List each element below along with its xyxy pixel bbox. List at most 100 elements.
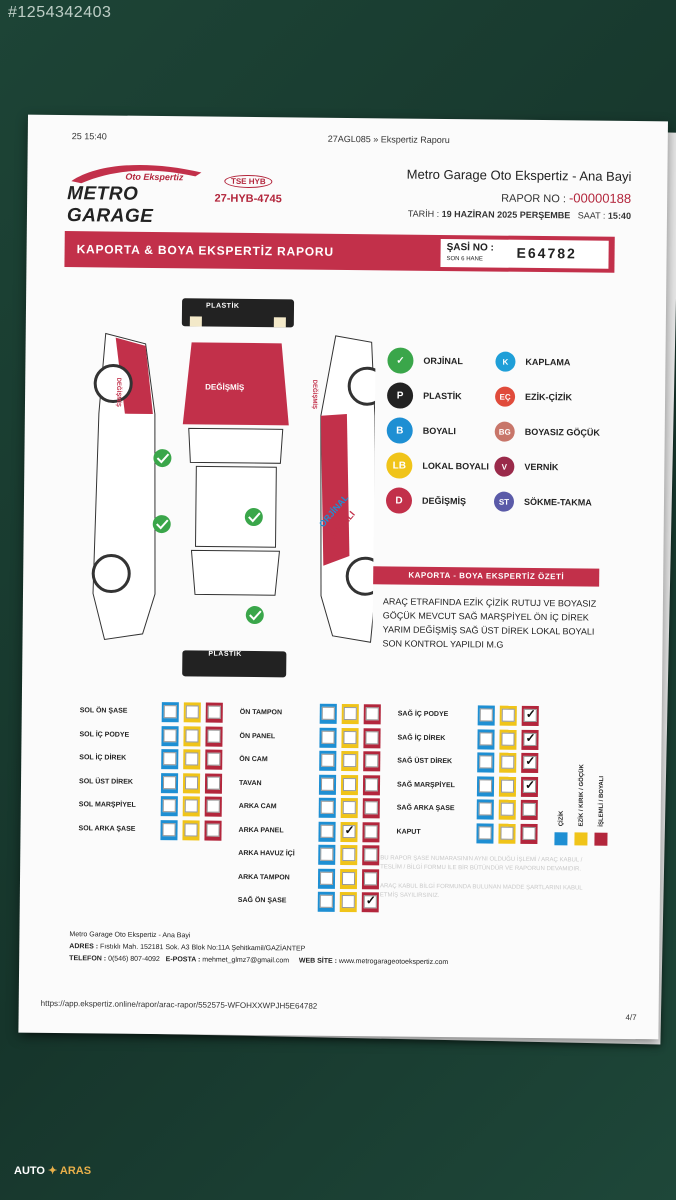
checkbox[interactable] <box>500 779 515 793</box>
checkbox[interactable] <box>320 824 334 838</box>
roof-panel <box>195 465 277 548</box>
legend-badge: EÇ <box>494 386 516 407</box>
table-row-label: SOL İÇ PODYE <box>79 730 130 739</box>
checkbox[interactable] <box>162 775 177 789</box>
table-row-label: SAĞ MARŞPİYEL <box>396 781 456 789</box>
checkbox[interactable] <box>479 708 493 722</box>
checkbox[interactable] <box>478 825 492 840</box>
table-row-label: TAVAN <box>238 779 262 787</box>
legend-badge: V <box>494 456 515 477</box>
table-cell <box>363 727 381 748</box>
checkbox[interactable] <box>321 730 335 744</box>
car-swoosh-icon <box>71 164 202 184</box>
checkbox[interactable] <box>522 802 536 817</box>
checkbox[interactable] <box>319 871 334 885</box>
table-cell <box>477 728 495 750</box>
table-cell <box>205 702 223 723</box>
checkbox[interactable] <box>162 799 176 813</box>
checkbox[interactable] <box>478 802 492 816</box>
checkbox[interactable] <box>207 705 221 719</box>
checkbox[interactable] <box>365 754 379 768</box>
checkbox[interactable] <box>163 752 177 766</box>
rear-glass <box>190 549 281 596</box>
checkbox[interactable] <box>206 776 221 790</box>
checkbox[interactable] <box>479 731 493 746</box>
checkbox[interactable] <box>184 822 198 836</box>
checkbox[interactable] <box>320 777 335 791</box>
table-cell <box>361 868 380 889</box>
checkbox[interactable] <box>184 799 198 813</box>
table-cell <box>362 821 380 842</box>
checkbox[interactable] <box>206 799 220 813</box>
checkbox[interactable]: ✓ <box>522 777 537 793</box>
table-cell: ✓ <box>520 776 539 797</box>
checkbox[interactable] <box>163 728 177 742</box>
windshield <box>188 427 284 464</box>
checkbox[interactable] <box>184 775 199 789</box>
report-number: RAPOR NO : -00000188 <box>501 190 632 206</box>
checkbox[interactable] <box>342 777 357 791</box>
right-door-panel <box>320 414 350 566</box>
checkbox[interactable] <box>207 729 221 743</box>
checkbox[interactable]: ✓ <box>363 893 377 909</box>
checkbox[interactable] <box>364 801 378 815</box>
table-cell <box>341 703 359 725</box>
table-cell <box>182 772 201 793</box>
checkbox[interactable]: ✓ <box>523 754 537 770</box>
checkbox[interactable] <box>479 755 493 769</box>
checkbox[interactable] <box>206 823 220 837</box>
checkbox[interactable] <box>321 706 335 720</box>
checkbox[interactable]: ✓ <box>523 730 537 746</box>
table-row-label: KAPUT <box>396 828 421 836</box>
checkbox[interactable] <box>501 732 515 746</box>
checkbox[interactable] <box>163 705 177 719</box>
checkbox[interactable] <box>320 800 334 814</box>
checkbox[interactable] <box>500 802 514 816</box>
checkbox[interactable] <box>162 822 176 836</box>
hood-degismis-label: DEĞİŞMİŞ <box>205 382 245 392</box>
orjinal-check-icon <box>244 508 263 527</box>
legend-label: BOYASIZ GÖÇÜK <box>524 426 600 438</box>
checkbox[interactable] <box>343 753 357 768</box>
company-logo: Oto Ekspertiz METRO GARAGE <box>67 157 208 227</box>
table-row-label: ARKA HAVUZ İÇİ <box>238 849 295 858</box>
legend-badge: D <box>385 487 413 514</box>
table-row-label: SAĞ İÇ PODYE <box>397 710 449 719</box>
checkbox[interactable]: ✓ <box>342 823 356 838</box>
checkbox[interactable] <box>342 800 356 815</box>
checkbox[interactable] <box>185 728 199 742</box>
checkbox[interactable] <box>501 755 515 769</box>
checkbox[interactable] <box>363 871 378 885</box>
checkbox[interactable] <box>478 778 493 793</box>
checkbox[interactable] <box>207 752 221 766</box>
table-cell <box>318 797 336 818</box>
checkbox[interactable] <box>343 706 357 721</box>
table-cell <box>182 796 200 817</box>
checkbox[interactable] <box>364 824 378 838</box>
checkbox[interactable] <box>365 730 379 744</box>
front-bumper <box>181 298 295 328</box>
checkbox[interactable] <box>342 847 356 862</box>
checkbox[interactable] <box>522 826 536 840</box>
table-cell <box>362 845 380 866</box>
checkbox[interactable] <box>320 847 334 861</box>
checkbox[interactable] <box>364 848 378 862</box>
checkbox[interactable] <box>321 753 335 767</box>
checkmark-icon: ✓ <box>365 893 376 908</box>
checkbox[interactable] <box>185 752 199 766</box>
checkbox[interactable] <box>341 894 355 909</box>
checkbox[interactable]: ✓ <box>523 707 537 723</box>
checkbox[interactable] <box>343 730 357 744</box>
checkbox[interactable] <box>501 708 515 722</box>
checkbox[interactable] <box>319 894 333 908</box>
checkbox[interactable] <box>341 871 356 885</box>
checkbox[interactable] <box>500 826 514 840</box>
table-cell: ✓ <box>521 729 539 750</box>
rear-plastik-label: PLASTİK <box>208 650 242 658</box>
headlight-left <box>189 316 202 327</box>
checkbox[interactable] <box>185 705 199 719</box>
checkbox[interactable] <box>364 777 379 791</box>
checkbox[interactable] <box>365 707 379 721</box>
